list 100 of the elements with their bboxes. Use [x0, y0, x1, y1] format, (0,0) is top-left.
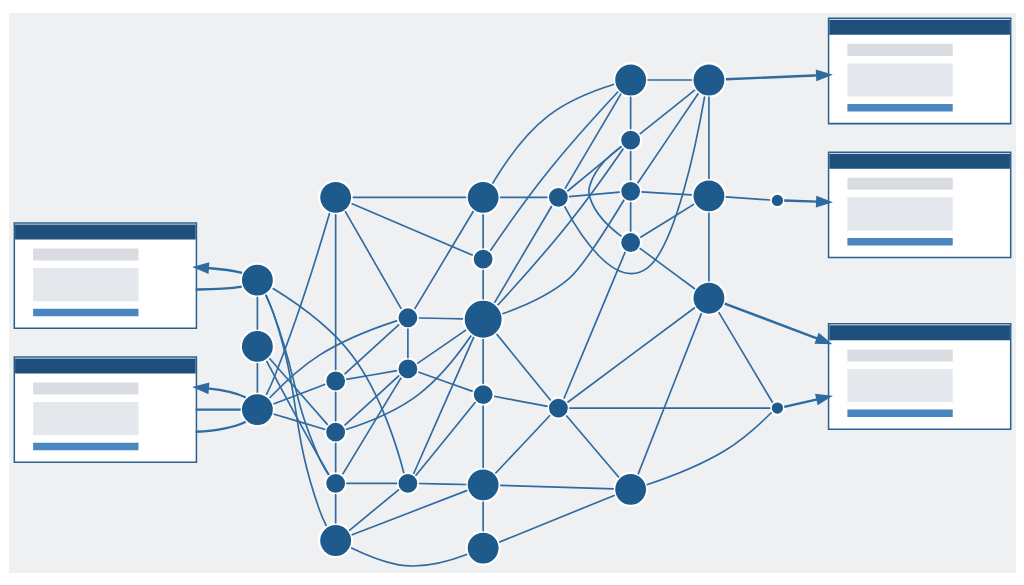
connector — [412, 335, 475, 475]
connector — [271, 286, 405, 474]
connector — [351, 196, 467, 198]
connector — [344, 334, 472, 430]
connector — [724, 195, 771, 201]
connector — [344, 482, 398, 484]
arrow — [725, 68, 833, 81]
node-circle — [395, 471, 420, 495]
node-circle — [461, 298, 504, 340]
connector — [344, 369, 398, 380]
arrow — [191, 382, 246, 399]
connector — [496, 147, 624, 306]
connector — [498, 484, 615, 490]
node-circle — [464, 529, 501, 566]
connector — [268, 356, 329, 426]
arrow — [783, 195, 833, 207]
connector — [334, 441, 336, 473]
node-circle — [239, 391, 275, 427]
connector — [645, 411, 772, 486]
connector — [417, 316, 464, 320]
connector — [587, 145, 622, 237]
connector — [492, 394, 549, 407]
node-circle — [317, 522, 353, 558]
connector — [566, 306, 696, 403]
connector — [265, 359, 330, 476]
connector — [629, 200, 631, 233]
connector — [629, 95, 631, 130]
connector — [567, 406, 771, 409]
connector — [638, 246, 696, 290]
node-circle — [471, 382, 495, 406]
node-circle — [618, 230, 642, 254]
connector — [501, 198, 625, 315]
connector — [347, 488, 400, 531]
node-circle — [618, 179, 642, 203]
connector — [343, 322, 400, 375]
connector — [417, 482, 467, 485]
connector — [640, 190, 693, 196]
connector — [272, 383, 326, 405]
connector — [256, 361, 258, 394]
connector — [563, 95, 706, 274]
node-circle — [323, 420, 347, 444]
connector — [195, 420, 246, 433]
node-circle — [546, 185, 570, 209]
connector — [494, 413, 551, 474]
node-circle — [395, 305, 420, 329]
connector — [343, 374, 400, 426]
node-circle — [323, 368, 347, 393]
connector — [195, 407, 241, 411]
connector — [350, 489, 468, 536]
connector — [491, 82, 615, 184]
connector — [481, 500, 484, 532]
connector — [349, 546, 468, 567]
arrow — [723, 301, 832, 344]
node-circle — [769, 399, 785, 416]
connector — [563, 92, 622, 190]
connector — [414, 400, 476, 477]
connector — [646, 78, 693, 81]
connector — [498, 196, 548, 198]
connector — [495, 332, 552, 401]
connector — [493, 204, 553, 304]
connector — [268, 319, 398, 399]
node-circle — [769, 192, 785, 208]
node-circle — [690, 280, 727, 316]
connector — [334, 212, 336, 371]
node-circle — [239, 261, 275, 298]
node-circle — [612, 471, 648, 507]
connector — [481, 404, 484, 469]
connector — [265, 211, 330, 396]
connector — [256, 295, 258, 331]
node-circle — [612, 61, 648, 98]
node-circle — [464, 466, 501, 503]
node-circle — [395, 356, 420, 381]
connector — [406, 327, 409, 359]
connector — [562, 250, 626, 400]
node-circle — [690, 177, 727, 214]
connector — [707, 211, 710, 282]
node-circle — [239, 328, 275, 364]
connector — [489, 90, 619, 252]
connector — [636, 311, 702, 475]
connector — [415, 328, 467, 364]
connector — [343, 209, 402, 310]
node-circle — [618, 128, 642, 152]
connector — [334, 390, 336, 422]
arrow — [783, 393, 833, 408]
connector — [272, 412, 326, 430]
connector — [707, 95, 710, 180]
connector — [564, 414, 620, 478]
connector — [567, 190, 621, 197]
connector — [264, 293, 329, 476]
connector — [481, 212, 484, 249]
connector — [413, 209, 474, 310]
connector — [481, 268, 484, 300]
arrow — [191, 261, 242, 274]
connector — [638, 202, 695, 238]
connector — [717, 310, 774, 404]
node-circle — [471, 246, 495, 271]
connector — [636, 91, 699, 184]
node-circle — [317, 179, 353, 215]
connector — [497, 493, 616, 543]
connector — [416, 370, 474, 392]
